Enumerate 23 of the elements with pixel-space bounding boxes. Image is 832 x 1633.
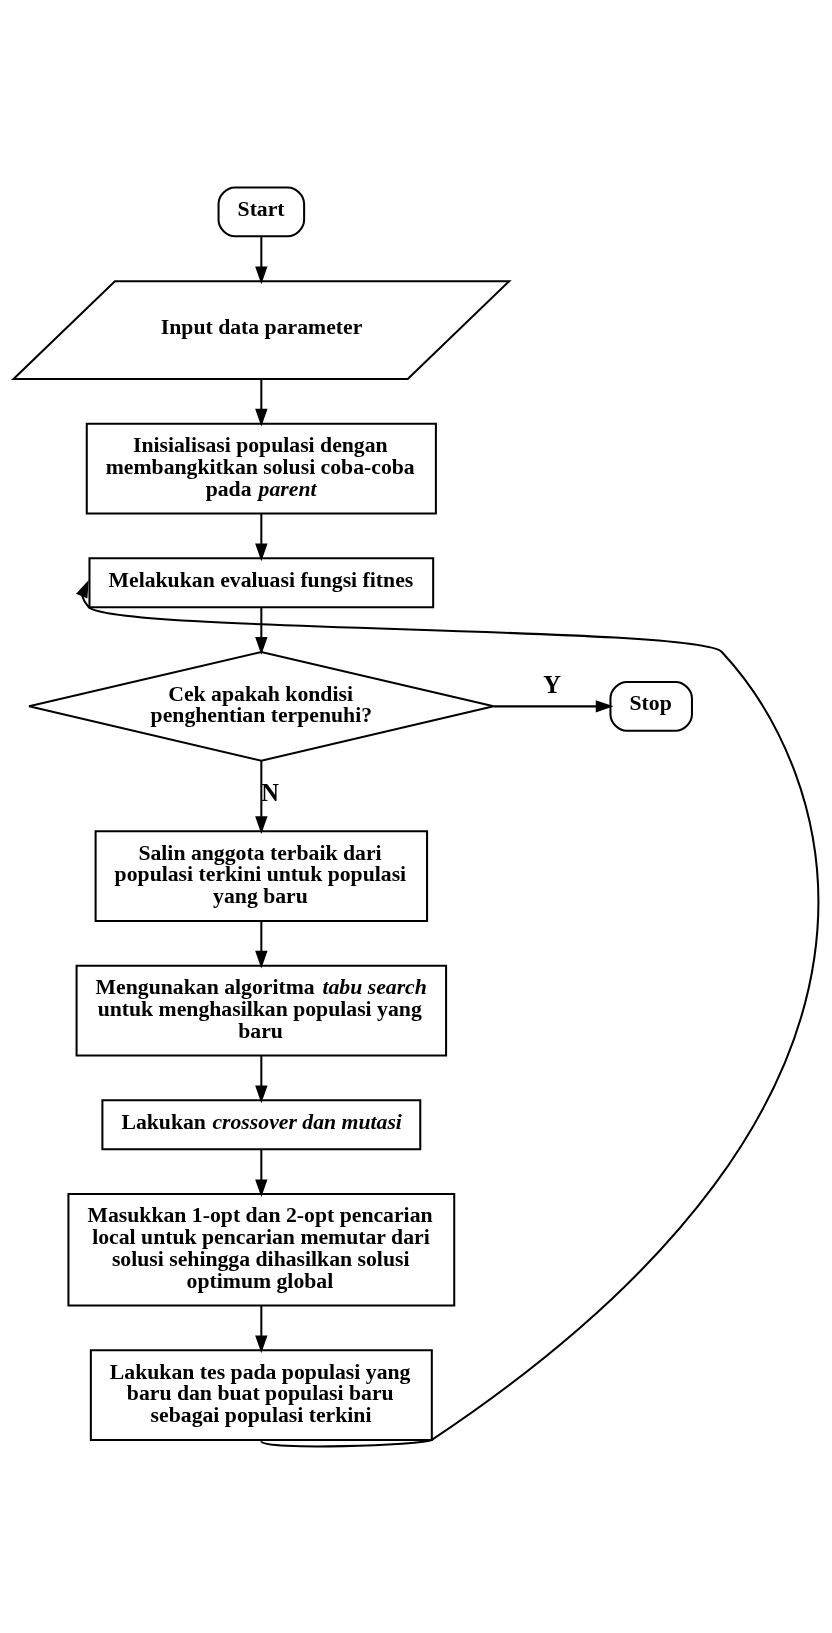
arrow [255, 1055, 268, 1103]
node-box: Mengunakan algoritma tabu search untuk menghasilkan populasi yang baru [75, 964, 448, 1056]
arrow [255, 606, 268, 655]
arrow [255, 378, 268, 427]
edge-label: Y [543, 670, 561, 698]
arrow [255, 760, 268, 834]
node-box: Lakukan tes pada populasi yang baru dan buat populasi baru sebagai populasi terkini [89, 1348, 433, 1441]
arrow [255, 236, 268, 284]
node-box: Stop [609, 680, 693, 732]
arrow [255, 513, 268, 561]
node-diamond: Cek apakah kondisi penghentian terpenuhi? [28, 650, 495, 762]
arrow [493, 699, 614, 713]
edge-label: N [261, 778, 279, 806]
node-box: Melakukan evaluasi fungsi fitnes [88, 556, 435, 608]
node-box: Salin anggota terbaik dari populasi terkini untuk populasi yang baru [94, 829, 429, 922]
arrow [255, 920, 268, 968]
node-box: Masukkan 1-opt dan 2-opt pencarian local untuk pencarian memutar dari solusi sehingga dihasilkan solusi optimum global [67, 1192, 456, 1306]
arrow [76, 579, 819, 1447]
node-box: Lakukan crossover dan mutasi [101, 1098, 422, 1150]
node-box: Start [217, 185, 306, 237]
arrow [255, 1149, 268, 1197]
node-box: Inisialisasi populasi dengan membangkitkan solusi coba-coba pada parent [85, 422, 437, 514]
arrow [255, 1305, 268, 1353]
